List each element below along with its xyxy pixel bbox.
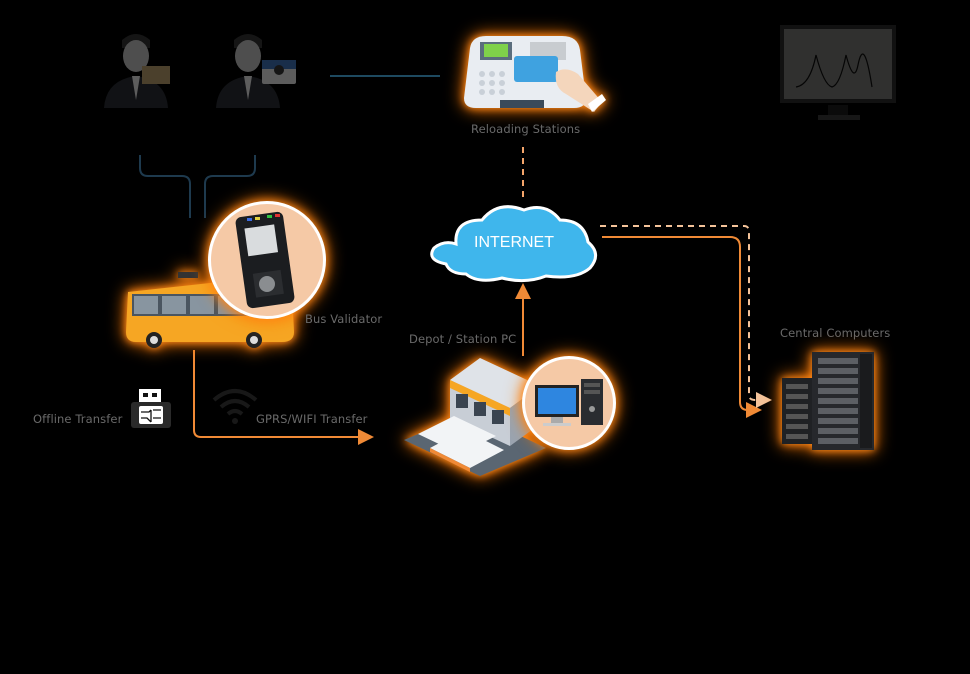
usb-smartcard-icon [131,388,171,428]
reloading-stations-label: Reloading Stations [471,122,581,136]
station-pc-badge [522,356,616,450]
wifi-icon [210,386,260,426]
person-with-cash-icon [104,34,170,108]
internet-node: INTERNET [426,198,602,284]
depot-building-node [400,350,550,476]
reporting-monitor-node [780,25,898,125]
reloading-station-node [462,28,608,118]
depot-station-pc-label: Depot / Station PC [409,332,517,346]
bus-validator-badge [208,201,326,319]
monitor-chart-icon [780,25,896,120]
depot-building-icon [404,358,546,476]
gprs-wifi-transfer-label: GPRS/WIFI Transfer [256,412,368,426]
edge-internet-to-central-solid [602,236,762,418]
edge-internet-to-central-dashed [600,225,772,408]
edge-customers-to-validator-left [139,155,191,218]
pos-terminal-icon [464,36,606,112]
edge-bus-to-depot [193,350,374,445]
customer-card-node [212,28,298,108]
central-computers-node [782,348,878,454]
server-rack-icon [782,352,874,450]
validator-device-icon [235,211,295,309]
customer-cash-node [100,28,172,108]
central-computers-label: Central Computers [780,326,891,340]
bus-validator-label: Bus Validator [305,312,383,326]
edge-customers-to-validator-right [204,155,256,218]
offline-transfer-label: Offline Transfer [33,412,123,426]
desktop-computer-icon [535,379,603,426]
internet-label: INTERNET [474,234,554,251]
cloud-icon [430,205,597,283]
person-with-card-icon [216,34,296,108]
